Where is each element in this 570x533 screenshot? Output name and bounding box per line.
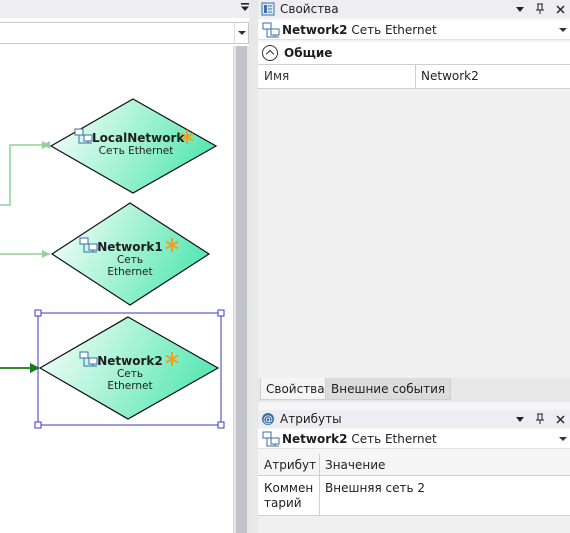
column-header-attribute[interactable]: Атрибут xyxy=(264,458,317,472)
dropdown-menu-icon[interactable] xyxy=(240,2,250,14)
attribute-value[interactable]: Внешняя сеть 2 xyxy=(325,481,426,495)
column-divider[interactable] xyxy=(415,65,416,88)
network-icon xyxy=(74,128,93,144)
tab-external-events[interactable]: Внешние события xyxy=(325,378,452,400)
attributes-object-selector[interactable]: Network2 Сеть Ethernet xyxy=(258,429,570,449)
attribute-name: Комментарий xyxy=(264,481,314,510)
object-type: Сеть Ethernet xyxy=(351,23,437,37)
asterisk-icon xyxy=(165,352,179,366)
svg-text:@: @ xyxy=(263,415,273,426)
chevron-down-icon[interactable] xyxy=(234,23,248,43)
network-icon xyxy=(262,431,280,447)
pin-icon[interactable] xyxy=(534,2,546,16)
close-icon[interactable] xyxy=(554,412,566,426)
diagram-toolbar xyxy=(0,0,254,18)
resize-handle[interactable] xyxy=(217,421,225,429)
object-type: Сеть Ethernet xyxy=(351,432,437,446)
close-icon[interactable] xyxy=(554,2,566,16)
section-title: Общие xyxy=(284,46,333,60)
node-subtitle: Сеть Ethernet xyxy=(107,254,153,278)
properties-object-selector[interactable]: Network2 Сеть Ethernet xyxy=(258,20,570,40)
attributes-panel-header: @ Атрибуты xyxy=(258,410,570,428)
edge-network1[interactable] xyxy=(0,250,50,258)
node-subtitle: Сеть Ethernet xyxy=(98,145,174,157)
chevron-down-icon[interactable] xyxy=(559,28,567,32)
node-title: Network1 xyxy=(97,240,163,254)
column-header-value[interactable]: Значение xyxy=(325,458,386,472)
edge-localnetwork[interactable] xyxy=(0,141,50,206)
attributes-empty-area xyxy=(258,516,570,533)
resize-handle[interactable] xyxy=(217,309,225,317)
section-general-header[interactable]: Общие xyxy=(258,42,570,64)
node-label-localnetwork: LocalNetwork Сеть Ethernet xyxy=(92,131,184,157)
properties-panel-header: Свойства xyxy=(258,0,570,18)
node-label-network2: Network2 Сеть Ethernet xyxy=(94,354,166,392)
asterisk-icon xyxy=(165,238,179,252)
at-sign-icon: @ xyxy=(262,413,274,426)
column-divider xyxy=(319,476,320,516)
diagram-selector[interactable] xyxy=(0,22,249,44)
node-label-network1: Network1 Сеть Ethernet xyxy=(94,240,166,278)
diagram-svg xyxy=(0,98,225,429)
tab-properties[interactable]: Свойства xyxy=(260,378,331,400)
vertical-scrollbar[interactable] xyxy=(233,46,249,533)
properties-empty-area xyxy=(258,89,570,378)
object-name: Network2 xyxy=(282,23,348,37)
resize-handle[interactable] xyxy=(34,309,42,317)
panel-menu-icon[interactable] xyxy=(514,2,526,16)
pin-icon[interactable] xyxy=(534,412,546,426)
selection-box xyxy=(37,312,222,426)
network-icon xyxy=(79,237,98,253)
chevron-down-icon[interactable] xyxy=(559,437,567,441)
attributes-table-header: Атрибут Значение xyxy=(258,454,570,476)
asterisk-icon xyxy=(180,130,194,144)
node-network2[interactable] xyxy=(34,309,225,429)
node-subtitle: Сеть Ethernet xyxy=(107,368,153,392)
property-row-name[interactable]: Имя Network2 xyxy=(258,64,570,89)
table-row[interactable]: Комментарий Внешняя сеть 2 xyxy=(258,476,570,516)
panel-menu-icon[interactable] xyxy=(514,412,526,426)
properties-tabs: Свойства Внешние события xyxy=(258,378,570,402)
network-icon xyxy=(262,22,280,38)
node-title: Network2 xyxy=(97,354,163,368)
collapse-icon[interactable] xyxy=(262,45,278,61)
right-panels: Свойства Network2 Сеть Ethernet xyxy=(258,0,570,533)
edge-network2[interactable] xyxy=(0,363,40,373)
properties-panel-title: Свойства xyxy=(280,2,339,16)
diagram-area: LocalNetwork Сеть Ethernet Network1 Сеть… xyxy=(0,0,254,533)
attributes-panel-title: Атрибуты xyxy=(280,412,342,426)
scrollbar-thumb[interactable] xyxy=(236,46,247,533)
column-divider[interactable] xyxy=(319,454,320,476)
diagram-canvas[interactable]: LocalNetwork Сеть Ethernet Network1 Сеть… xyxy=(0,46,233,533)
resize-handle[interactable] xyxy=(34,421,42,429)
network-icon xyxy=(79,351,98,367)
object-name: Network2 xyxy=(282,432,348,446)
node-title: LocalNetwork xyxy=(92,131,185,145)
property-value[interactable]: Network2 xyxy=(421,69,479,83)
property-name: Имя xyxy=(264,69,290,83)
panel-splitter[interactable] xyxy=(249,0,254,533)
node-network1[interactable] xyxy=(50,202,211,306)
properties-icon xyxy=(261,2,275,16)
node-localnetwork[interactable] xyxy=(49,98,218,194)
